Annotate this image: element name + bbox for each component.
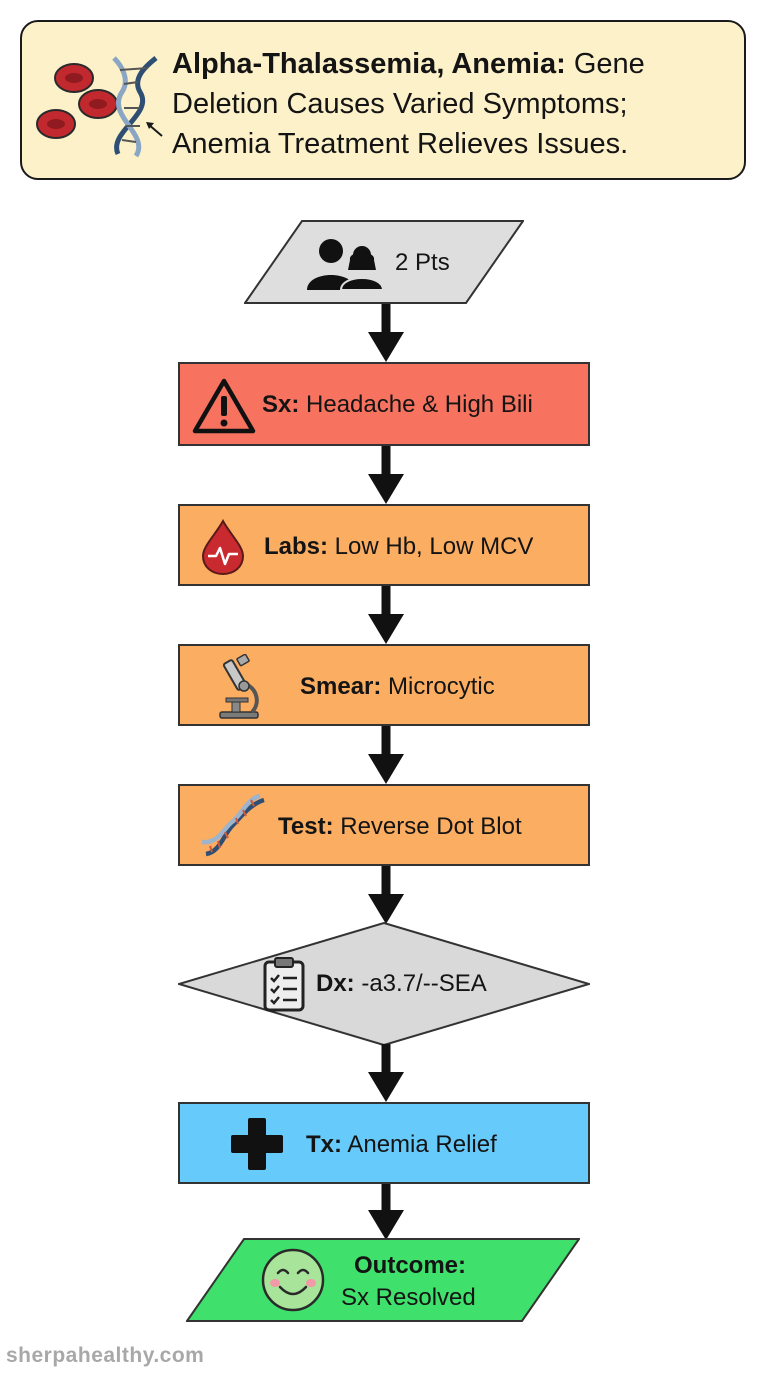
patients-icon (307, 239, 385, 290)
microscope-icon (219, 654, 259, 719)
labs-label-text: Low Hb, Low MCV (328, 533, 534, 560)
outcome-label-bold: Outcome: (354, 1252, 467, 1279)
diagnosis-node: Dx: -a3.7/--SEA (178, 922, 590, 1046)
treatment-label-bold: Tx: (306, 1131, 342, 1158)
patients-label: 2 Pts (395, 249, 450, 276)
clipboard-icon (263, 957, 305, 1012)
smear-label-text: Microcytic (381, 673, 495, 700)
smear-label: Smear: Microcytic (300, 673, 495, 701)
warning-icon (192, 378, 256, 434)
watermark: sherpahealthy.com (6, 1344, 205, 1367)
medical-cross-icon (231, 1118, 283, 1170)
diagnosis-label-bold: Dx: (316, 970, 355, 997)
dna-rbc-icon (36, 56, 163, 158)
labs-label: Labs: Low Hb, Low MCV (264, 533, 533, 561)
smiley-icon (261, 1248, 325, 1312)
diagnosis-label: Dx: -a3.7/--SEA (316, 970, 487, 998)
arrow-symptoms-to-labs (368, 446, 404, 504)
title-card: Alpha-Thalassemia, Anemia: Gene Deletion… (20, 20, 746, 180)
patients-node: 2 Pts (244, 220, 524, 304)
outcome-node: Outcome: Sx Resolved (186, 1238, 580, 1322)
title-bold: Alpha-Thalassemia, Anemia: (172, 48, 566, 80)
arrow-diagnosis-to-treatment (368, 1044, 404, 1102)
arrow-treatment-to-outcome (368, 1184, 404, 1240)
arrow-smear-to-test (368, 726, 404, 784)
blood-drop-icon (201, 518, 245, 576)
title-rest: Gene Deletion Causes Varied Symptoms; An… (172, 48, 645, 160)
diagnosis-label-text: -a3.7/--SEA (354, 970, 487, 997)
treatment-node: Tx: Anemia Relief (178, 1102, 590, 1184)
test-label-text: Reverse Dot Blot (333, 813, 522, 840)
page-title: Alpha-Thalassemia, Anemia: Gene Deletion… (172, 44, 732, 164)
dna-icon (201, 794, 265, 857)
symptoms-label: Sx: Headache & High Bili (262, 391, 533, 419)
symptoms-label-text: Headache & High Bili (299, 391, 533, 418)
smear-label-bold: Smear: (300, 673, 382, 700)
treatment-label-text: Anemia Relief (342, 1131, 497, 1158)
symptoms-label-bold: Sx: (262, 391, 300, 418)
test-label: Test: Reverse Dot Blot (278, 813, 522, 841)
test-label-bold: Test: (278, 813, 334, 840)
arrow-patients-to-symptoms (368, 304, 404, 362)
symptoms-node: Sx: Headache & High Bili (178, 362, 590, 446)
arrow-test-to-diagnosis (368, 866, 404, 924)
arrow-labs-to-smear (368, 586, 404, 644)
labs-node: Labs: Low Hb, Low MCV (178, 504, 590, 586)
labs-label-bold: Labs: (264, 533, 329, 560)
treatment-label: Tx: Anemia Relief (306, 1131, 497, 1159)
test-node: Test: Reverse Dot Blot (178, 784, 590, 866)
smear-node: Smear: Microcytic (178, 644, 590, 726)
outcome-label-text: Sx Resolved (341, 1284, 476, 1311)
